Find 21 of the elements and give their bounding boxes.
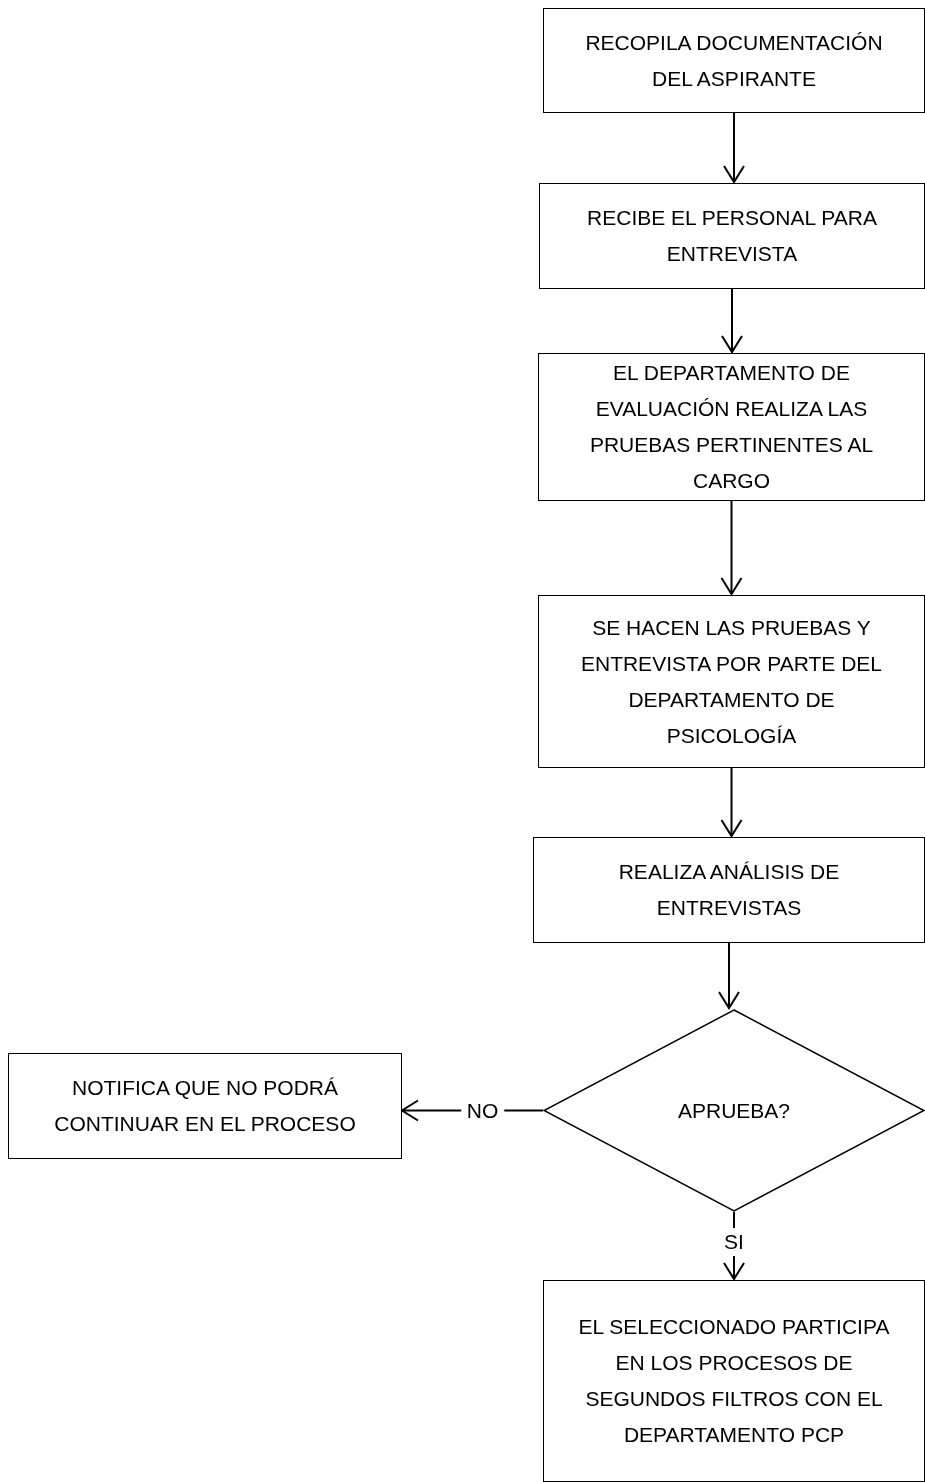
process-box: [543, 1280, 925, 1482]
process-box: [543, 8, 925, 113]
node-text: RECIBE EL PERSONAL PARA ENTREVISTA: [586, 205, 878, 267]
arrow: [720, 500, 743, 595]
process-box: [538, 353, 925, 501]
node-text: NOTIFICA QUE NO PODRÁ CONTINUAR EN EL PROCESO: [53, 1075, 357, 1137]
arrow: [723, 112, 745, 183]
process-box: [533, 837, 925, 943]
arrow: [720, 767, 743, 837]
process-box: [538, 595, 925, 768]
process-box: [539, 183, 925, 289]
node-text: APRUEBA?: [677, 1097, 790, 1124]
node-text: SE HACEN LAS PRUEBAS Y ENTREVISTA POR PARTE DEL DEPARTAMENTO DE PSICOLOGÍA: [579, 614, 884, 749]
node-text: EL DEPARTAMENTO DE EVALUACIÓN REALIZA LAS PRUEBAS PERTINENTES AL CARGO: [588, 360, 875, 494]
decision-diamond: [543, 1009, 925, 1212]
arrow: [721, 288, 743, 353]
process-box: [8, 1053, 402, 1159]
node-text: REALIZA ANÁLISIS DE ENTREVISTAS: [617, 859, 841, 921]
node-text: RECOPILA DOCUMENTACIÓN DEL ASPIRANTE: [584, 29, 884, 92]
arrow: [718, 942, 740, 1009]
node-text: EL SELECCIONADO PARTICIPA EN LOS PROCESOS DE SEGUNDOS FILTROS CON EL DEPARTAMENTO PCP: [577, 1314, 891, 1448]
